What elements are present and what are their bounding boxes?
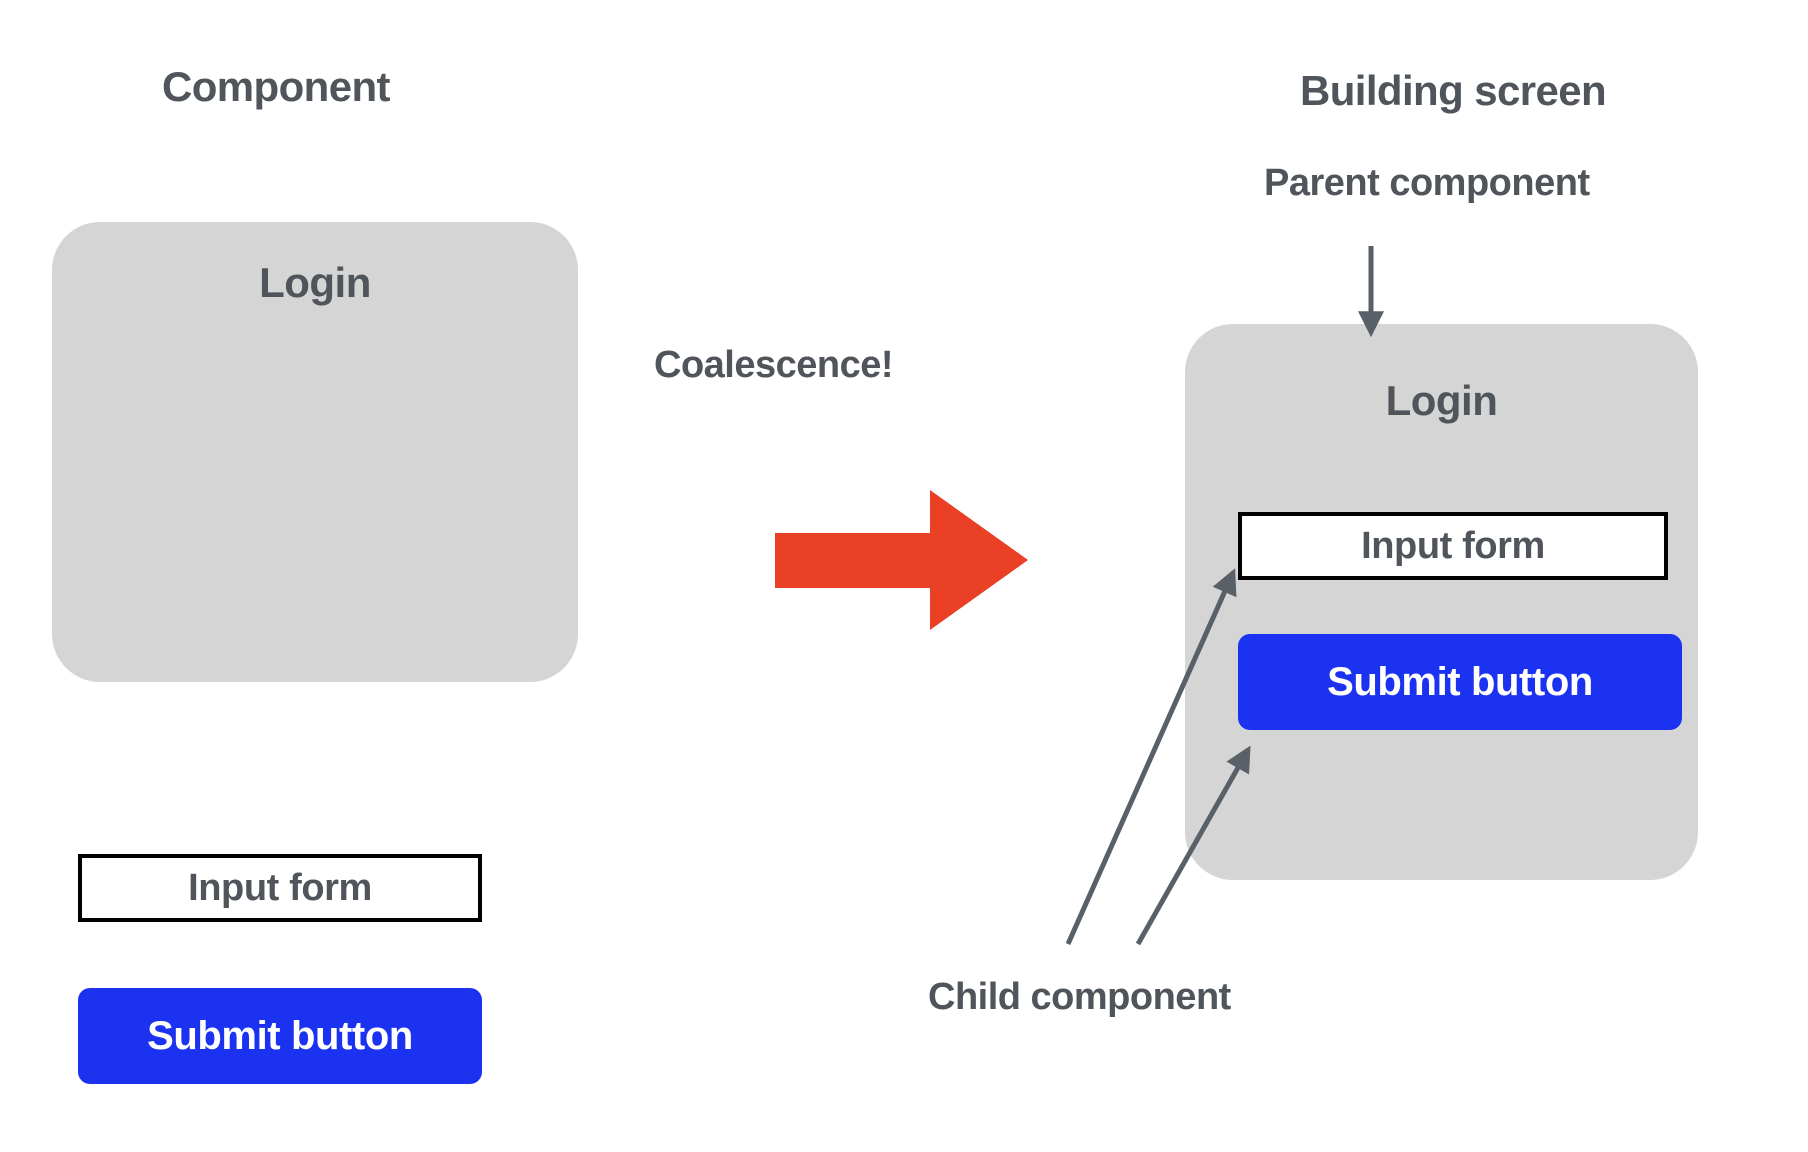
submit-button-left[interactable]: Submit button [78, 988, 482, 1084]
coalescence-label: Coalescence! [654, 344, 894, 386]
input-form-box-right[interactable]: Input form [1238, 512, 1668, 580]
building-screen-panel-title: Login [1385, 377, 1498, 424]
submit-button-right[interactable]: Submit button [1238, 634, 1682, 730]
component-panel-title: Login [259, 259, 371, 306]
input-form-box-left[interactable]: Input form [78, 854, 482, 922]
building-screen-panel: Login [1185, 324, 1698, 880]
component-panel: Login [52, 222, 578, 682]
left-section-title: Component [162, 63, 391, 110]
child-component-annotation: Child component [928, 976, 1231, 1018]
right-section-title: Building screen [1300, 67, 1607, 114]
parent-component-annotation: Parent component [1264, 162, 1590, 204]
right-arrow-icon [775, 490, 1028, 630]
